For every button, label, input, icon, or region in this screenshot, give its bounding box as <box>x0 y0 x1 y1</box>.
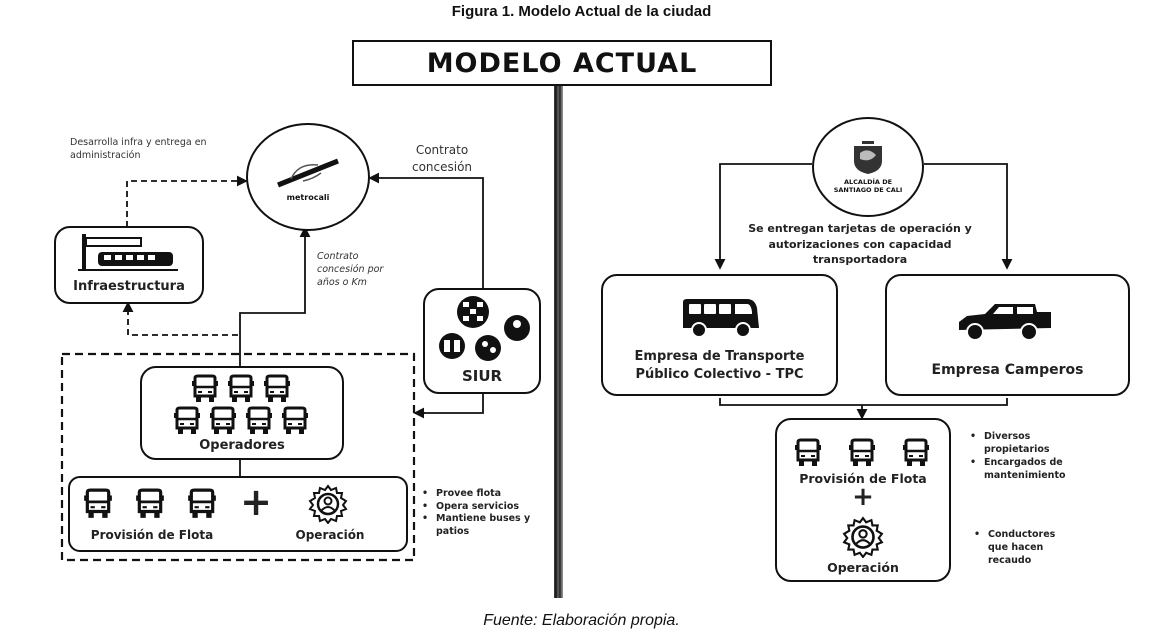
model-title: MODELO ACTUAL <box>426 47 698 79</box>
solid-line-operadores-to-metrocali <box>239 226 311 367</box>
bus-side-icon <box>683 299 759 338</box>
infraestructura-box: Infraestructura <box>54 226 204 304</box>
alcaldia-logo-text: ALCALDÍA DE SANTIAGO DE CALI <box>833 177 903 194</box>
gear-person-icon <box>308 484 348 524</box>
siur-services-icon <box>439 296 530 361</box>
bus-icon <box>901 438 931 468</box>
bus-icon <box>847 438 877 468</box>
bus-icon <box>280 406 310 436</box>
line-siur-down <box>413 394 484 419</box>
camperos-label: Empresa Camperos <box>931 362 1084 378</box>
bus-icon <box>186 488 218 520</box>
train-station-icon <box>78 234 178 271</box>
bus-icon <box>793 438 823 468</box>
dashed-line-to-infra <box>122 301 238 336</box>
operadores-box: Operadores <box>140 366 344 460</box>
model-title-box: MODELO ACTUAL <box>352 40 772 86</box>
bullet-item: Provee flota <box>422 488 552 501</box>
note-infra: Desarrolla infra y entrega en administra… <box>70 137 207 161</box>
left-bullet-list: Provee flota Opera servicios Mantiene bu… <box>422 488 552 538</box>
center-divider <box>554 86 563 598</box>
dashed-line-infra-to-metrocali <box>126 175 248 227</box>
note-cards: Se entregan tarjetas de operación y auto… <box>748 222 972 266</box>
bullet-item: Mantiene buses y patios <box>422 513 552 538</box>
bullet-item: Conductores que hacen recaudo <box>974 528 1074 567</box>
solid-line-siur-to-metrocali <box>368 172 484 290</box>
line-tpc-merge <box>719 398 1008 406</box>
right-bullet-list-top: Diversos propietarios Encargados de mant… <box>970 430 1090 482</box>
provision-label: Provisión de Flota <box>799 471 927 486</box>
gear-person-icon <box>842 516 884 558</box>
siur-box: SIUR <box>423 288 541 394</box>
camperos-company-box: Empresa Camperos <box>885 274 1130 396</box>
tpc-label: Empresa de Transporte Público Colectivo … <box>634 349 805 382</box>
bus-icon <box>172 406 202 436</box>
metrocali-icon <box>277 158 339 187</box>
bus-icon <box>244 406 274 436</box>
bus-icon <box>262 374 292 404</box>
bus-icon <box>226 374 256 404</box>
note-contract-years: Contrato concesión por años o Km <box>317 251 384 288</box>
bus-icon <box>82 488 114 520</box>
plus-sign: + <box>852 482 874 512</box>
right-provision-operacion-box: Provisión de Flota + Operación <box>775 418 951 582</box>
line-alcaldia-to-tpc <box>714 163 812 270</box>
bus-icon <box>190 374 220 404</box>
provision-label: Provisión de Flota <box>90 528 214 542</box>
bus-icon <box>134 488 166 520</box>
figure-source: Fuente: Elaboración propia. <box>483 612 680 629</box>
metrocali-logo-text: metrocali <box>286 192 330 202</box>
bus-icon <box>208 406 238 436</box>
note-contract: Contrato concesión <box>411 143 473 174</box>
coat-of-arms-icon <box>854 140 882 174</box>
infraestructura-label: Infraestructura <box>73 279 185 294</box>
figure-title: Figura 1. Modelo Actual de la ciudad <box>451 3 712 20</box>
dashed-operators-group <box>60 352 416 562</box>
operacion-label: Operación <box>827 560 899 575</box>
bullet-item: Opera servicios <box>422 501 552 514</box>
alcaldia-cali-logo: ALCALDÍA DE SANTIAGO DE CALI <box>812 117 924 217</box>
right-bullet-list-bottom: Conductores que hacen recaudo <box>974 528 1074 567</box>
operacion-label: Operación <box>295 528 365 542</box>
tpc-company-box: Empresa de Transporte Público Colectivo … <box>601 274 838 396</box>
siur-label: SIUR <box>461 367 503 385</box>
line-alcaldia-to-camperos <box>924 163 1013 270</box>
jeep-icon <box>959 304 1051 341</box>
bullet-item: Encargados de mantenimiento <box>970 456 1090 482</box>
bullet-item: Diversos propietarios <box>970 430 1090 456</box>
operadores-label: Operadores <box>199 438 285 453</box>
plus-sign: + <box>240 480 272 524</box>
metrocali-logo: metrocali <box>246 123 370 231</box>
provision-operacion-box: + Provisión de Flota Operación <box>68 476 408 552</box>
